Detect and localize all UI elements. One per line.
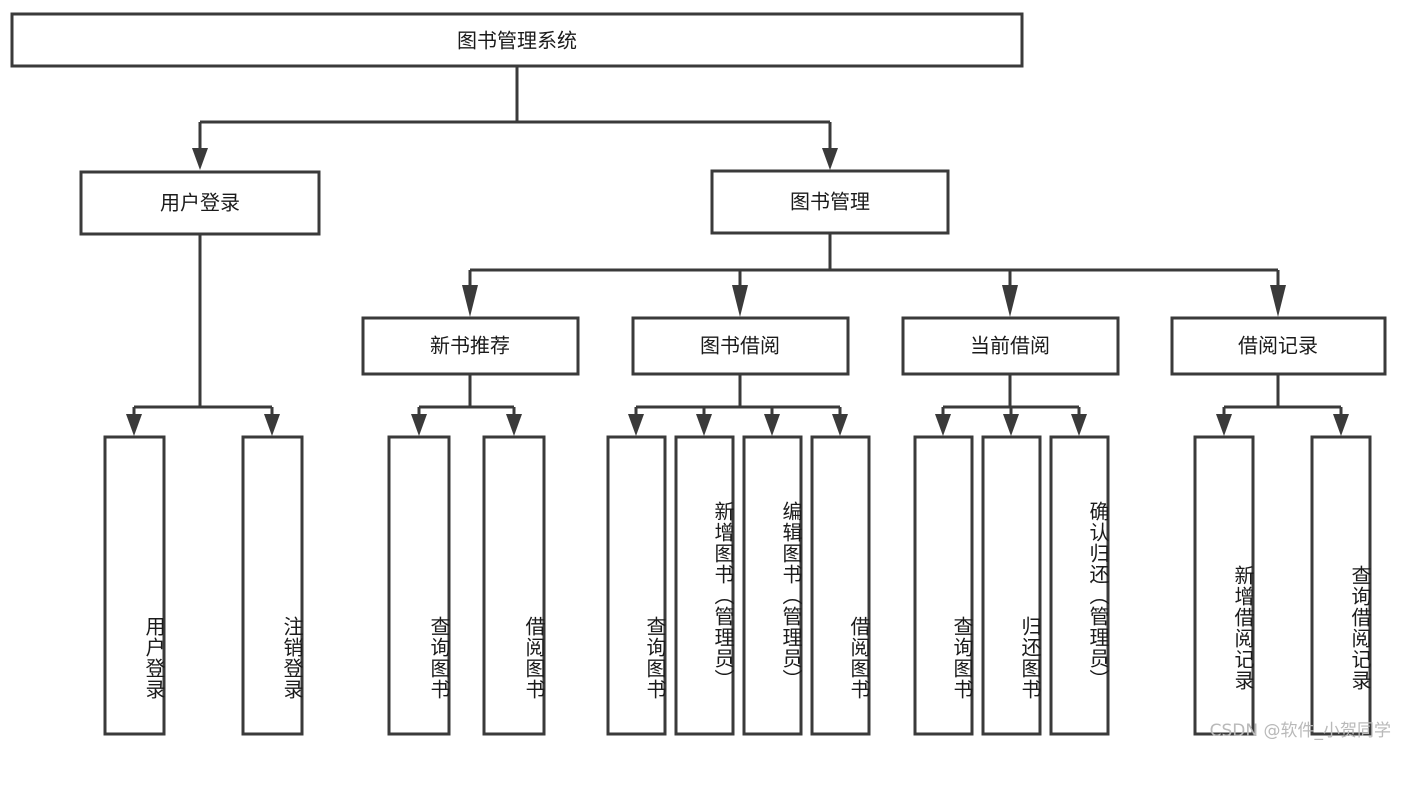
leaf-box-query-record[interactable] [1310, 435, 1372, 736]
arrow-icon [696, 414, 712, 436]
arrow-icon [264, 414, 280, 436]
leaf-box-add-record[interactable] [1193, 435, 1255, 736]
flowchart-svg: 图书管理系统 用户登录 图书管理 新书推荐 图书借阅 当前借阅 借阅记录 [10, 12, 1387, 736]
arrow-icon [411, 414, 427, 436]
arrow-icon [126, 414, 142, 436]
node-user-login[interactable]: 用户登录 [79, 170, 321, 236]
arrow-icon [1216, 414, 1232, 436]
node-new-book-rec[interactable]: 新书推荐 [361, 316, 580, 376]
leaf-box-user-logout[interactable] [241, 435, 304, 736]
node-user-login-box[interactable] [79, 170, 321, 236]
node-new-book-rec-box[interactable] [361, 316, 580, 376]
arrow-icon [1333, 414, 1349, 436]
leaf-box-add-book[interactable] [674, 435, 735, 736]
arrow-icon [506, 414, 522, 436]
arrow-icon [1003, 414, 1019, 436]
node-new-book-rec-label: 新书推荐 [430, 334, 510, 358]
node-book-borrow[interactable]: 图书借阅 [631, 316, 850, 376]
arrow-icon [732, 285, 748, 317]
connector-user-login-children [126, 234, 280, 436]
leaf-box-borrow-book-1[interactable] [482, 435, 546, 736]
arrow-icon [462, 285, 478, 317]
connector-borrow-record-children [1216, 374, 1349, 436]
node-borrow-record-label: 借阅记录 [1238, 334, 1318, 358]
node-book-manage-label: 图书管理 [790, 190, 870, 214]
arrow-icon [935, 414, 951, 436]
leaf-box-query-book-2[interactable] [606, 435, 667, 736]
leaf-box-query-book-1[interactable] [387, 435, 451, 736]
connector-book-borrow-children [628, 374, 848, 436]
arrow-icon [1002, 285, 1018, 317]
arrow-icon [822, 148, 838, 170]
node-root-label: 图书管理系统 [457, 29, 577, 53]
leaf-box-user-login[interactable] [103, 435, 166, 736]
arrow-icon [764, 414, 780, 436]
node-current-borrow-box[interactable] [901, 316, 1120, 376]
connector-root-to-level1 [192, 66, 838, 170]
arrow-icon [832, 414, 848, 436]
node-book-manage[interactable]: 图书管理 [710, 169, 950, 235]
node-root-box[interactable] [10, 12, 1024, 68]
leaf-box-return-book[interactable] [981, 435, 1042, 736]
connector-new-book-rec-children [411, 374, 522, 436]
node-book-borrow-label: 图书借阅 [700, 334, 780, 358]
node-borrow-record[interactable]: 借阅记录 [1170, 316, 1387, 376]
leaf-box-edit-book[interactable] [742, 435, 803, 736]
node-current-borrow[interactable]: 当前借阅 [901, 316, 1120, 376]
leaf-box-confirm-return[interactable] [1049, 435, 1110, 736]
diagram-canvas: 图书管理系统 用户登录 图书管理 新书推荐 图书借阅 当前借阅 借阅记录 [10, 12, 1391, 741]
leaf-box-borrow-book-2[interactable] [810, 435, 871, 736]
connector-book-manage-children [462, 233, 1286, 317]
arrow-icon [1071, 414, 1087, 436]
arrow-icon [1270, 285, 1286, 317]
leaf-box-query-book-3[interactable] [913, 435, 974, 736]
node-root[interactable]: 图书管理系统 [10, 12, 1024, 68]
arrow-icon [628, 414, 644, 436]
arrow-icon [192, 148, 208, 170]
watermark-text: CSDN @软件_小贺同学 [1209, 721, 1391, 741]
node-current-borrow-label: 当前借阅 [970, 334, 1050, 358]
connector-current-borrow-children [935, 374, 1087, 436]
node-user-login-label: 用户登录 [160, 191, 240, 215]
